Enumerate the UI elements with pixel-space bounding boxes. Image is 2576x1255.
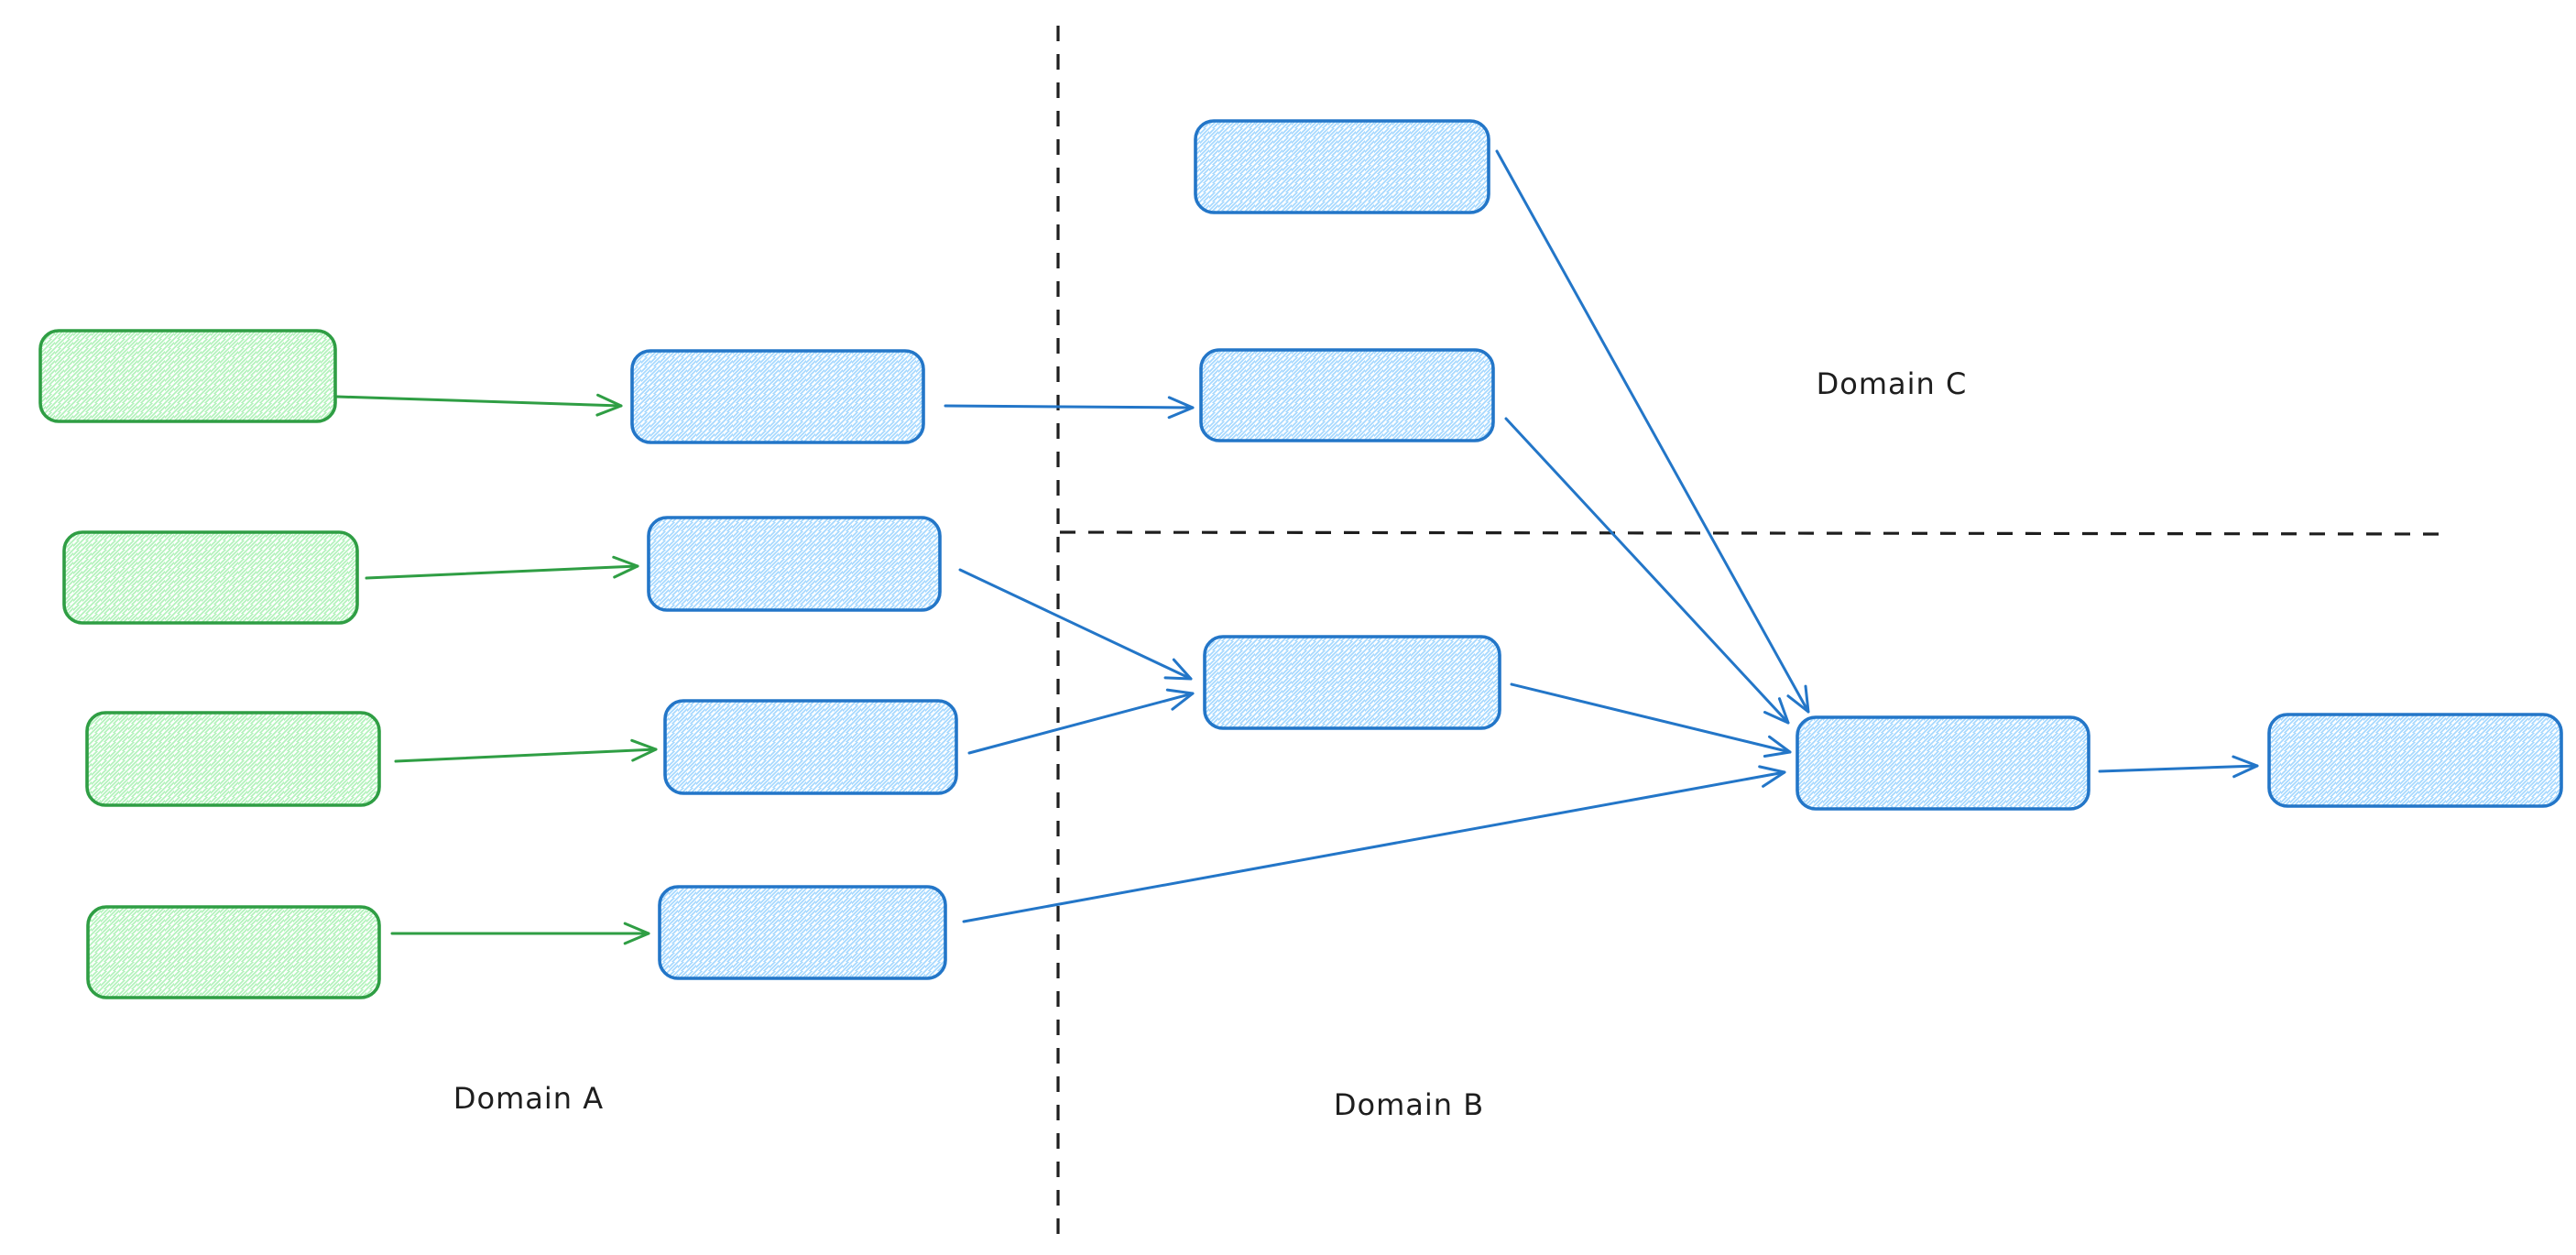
domain-b-label: Domain B xyxy=(1333,1087,1485,1122)
arrow-source2-to-stage2 xyxy=(365,555,639,580)
domain-a-source-3-box xyxy=(85,711,381,807)
domain-a-stage-2-box xyxy=(647,516,942,612)
arrow-source3-to-stage3 xyxy=(394,738,658,763)
arrow-cnode1-to-hub xyxy=(1495,149,1810,714)
domain-b-merge-box xyxy=(1203,635,1501,730)
domain-a-source-2-box xyxy=(62,530,359,625)
domain-a-stage-4-box xyxy=(658,885,947,980)
arrow-stage3-to-merge xyxy=(967,688,1195,755)
arrow-stage2-to-merge xyxy=(958,568,1193,681)
arrow-source4-to-stage4 xyxy=(390,922,650,945)
domain-c-node-2-box xyxy=(1199,348,1495,442)
domain-c-node-1-box xyxy=(1194,119,1490,214)
arrow-merge-to-hub xyxy=(1510,682,1792,758)
arrow-cnode2-to-hub xyxy=(1504,417,1790,725)
domain-b-output-box xyxy=(2267,713,2563,808)
domain-c-label: Domain C xyxy=(1816,366,1968,401)
arrow-hub-to-output xyxy=(2098,755,2259,779)
domain-a-source-4-box xyxy=(86,905,381,999)
domain-a-source-1-box xyxy=(38,329,337,423)
divider-horizontal xyxy=(1059,530,2447,536)
arrow-stage4-to-hub xyxy=(962,765,1786,923)
arrow-stage1-to-cnode2 xyxy=(944,396,1195,420)
domain-b-hub-box xyxy=(1796,715,2090,811)
domain-a-label: Domain A xyxy=(453,1081,605,1116)
domain-a-stage-3-box xyxy=(663,699,958,795)
domain-a-stage-1-box xyxy=(630,349,925,444)
arrow-source1-to-stage1 xyxy=(335,393,623,417)
